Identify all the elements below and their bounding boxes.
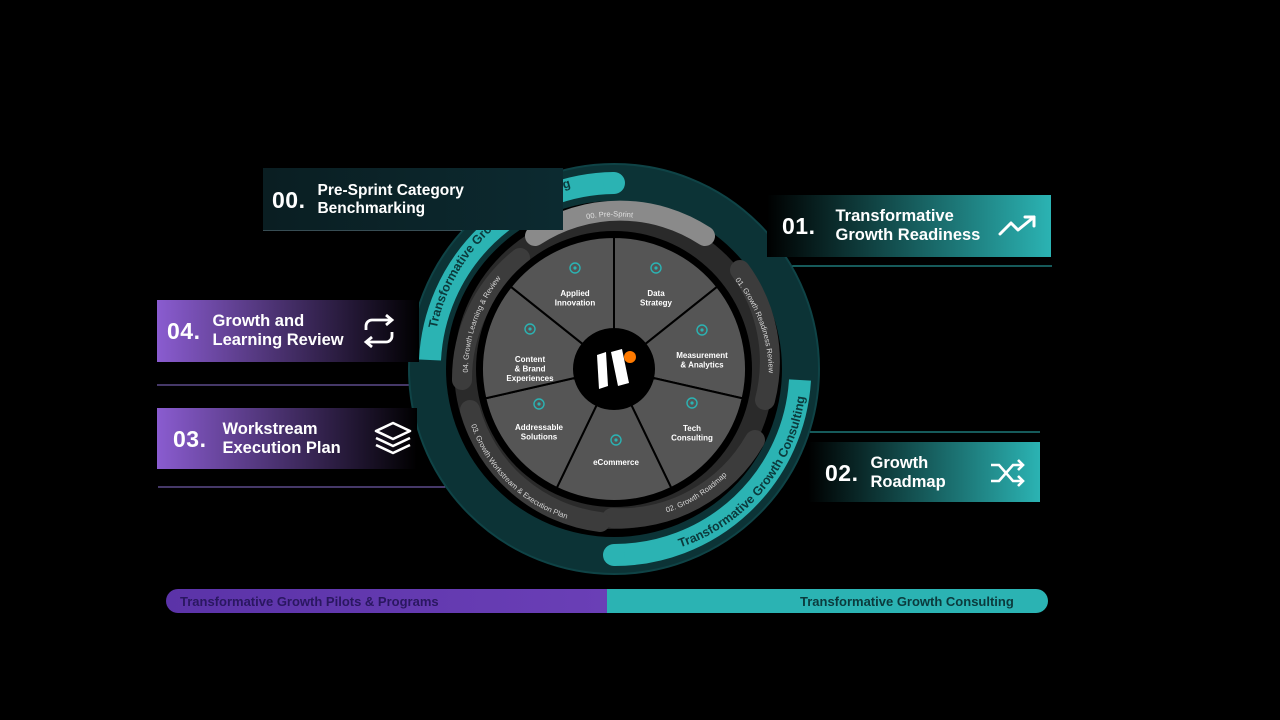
step-02-number: 02. (825, 459, 859, 486)
ring-label-pre-sprint: 00. Pre-Sprint (585, 209, 634, 221)
step-00: 00. Pre-Sprint Category Benchmarking (272, 178, 562, 222)
step-04-number: 04. (167, 317, 201, 344)
outer-teal-arc-bottom (613, 379, 811, 567)
step-02-bg (808, 442, 1040, 502)
step-02: 02. Growth Roadmap (825, 447, 1040, 499)
brand-logo (597, 349, 636, 389)
step-01-number: 01. (782, 212, 816, 239)
chat-icon (686, 397, 698, 409)
layers-icon (373, 420, 413, 463)
step-03: 03. Workstream Execution Plan (173, 414, 413, 464)
step-03-number: 03. (173, 425, 207, 452)
bottom-bar-right-label: Transformative Growth Consulting (800, 594, 1014, 609)
sliders-icon (696, 324, 708, 336)
step-01: 01. Transformative Growth Readiness (782, 200, 1050, 252)
gear-icon (533, 398, 545, 410)
wheel-segment-label: Measurement& Analytics (676, 351, 728, 370)
step-00-label: Pre-Sprint Category Benchmarking (317, 182, 464, 217)
bottom-bar (166, 589, 1048, 613)
bottom-bar-left-label: Transformative Growth Pilots & Programs (180, 594, 439, 609)
center-hub (574, 329, 654, 409)
trending-up-icon (998, 214, 1038, 243)
database-icon (650, 262, 662, 274)
outer-teal-arc-top (419, 172, 615, 361)
repeat-icon (360, 313, 398, 353)
shuffle-icon (989, 459, 1027, 492)
step-04-label: Growth and Learning Review (212, 312, 344, 349)
step-03-bg (157, 408, 417, 469)
step-04: 04. Growth and Learning Review (167, 306, 417, 356)
step-00-bg (263, 168, 563, 230)
step-04-bg (157, 300, 419, 362)
step-03-label: Workstream Execution Plan (222, 420, 341, 457)
wheel-segment-label: eCommerce (593, 458, 639, 467)
step-01-bg (767, 195, 1051, 257)
network-icon (524, 323, 536, 335)
step-02-label: Growth Roadmap (870, 454, 946, 491)
cycle-icon (610, 434, 622, 446)
innovation-icon (569, 262, 581, 274)
step-00-number: 00. (272, 186, 306, 213)
step-01-label: Transformative Growth Readiness (835, 207, 981, 244)
